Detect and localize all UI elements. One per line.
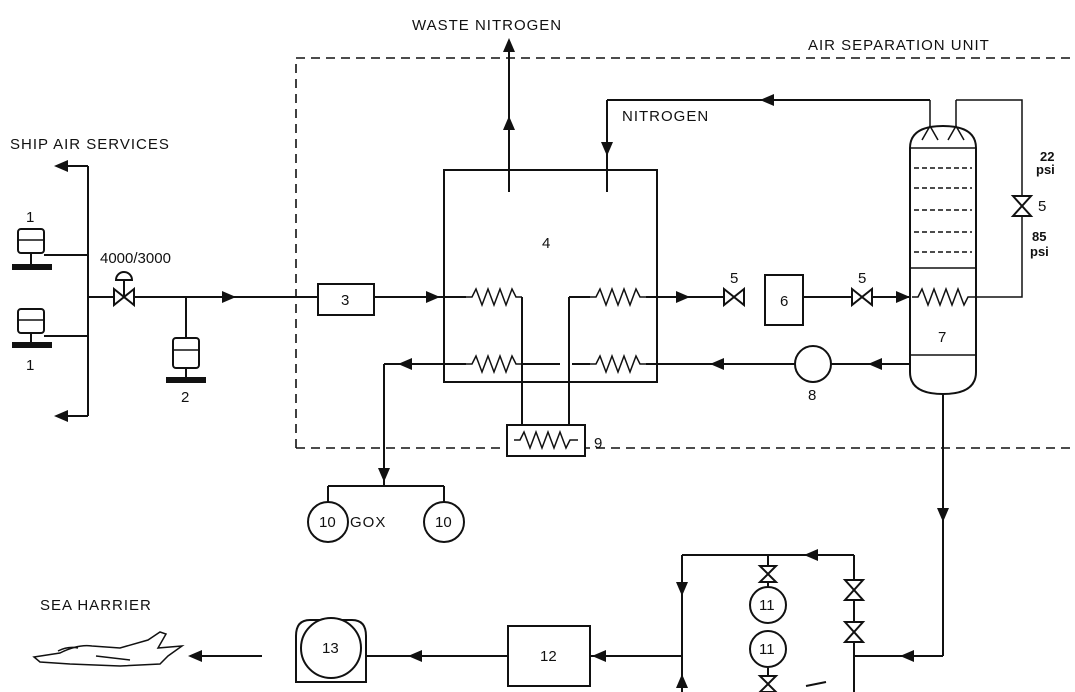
sea-harrier-aircraft <box>32 631 185 667</box>
gox-cylinder-left <box>307 501 349 543</box>
heat-exchanger-4 <box>443 169 658 383</box>
pump-8 <box>794 345 832 383</box>
air-receiver-2 <box>166 297 206 383</box>
air-separation-unit-boundary <box>295 57 1075 449</box>
component-3-box <box>317 283 375 316</box>
label-1-bottom: 1 <box>26 357 34 374</box>
label-11-upper: 11 <box>759 597 775 614</box>
valve-5-right <box>851 286 873 308</box>
sea-harrier-label: SEA HARRIER <box>40 597 152 614</box>
label-11-lower: 11 <box>759 641 775 658</box>
pressure-setting-label: 4000/3000 <box>100 250 171 267</box>
label-4: 4 <box>542 235 550 252</box>
air-compressor-1-bottom <box>12 308 88 348</box>
label-9: 9 <box>594 435 602 452</box>
label-6: 6 <box>780 293 788 310</box>
label-3: 3 <box>341 292 349 309</box>
component-6-box <box>764 274 804 326</box>
valve-5-left <box>723 286 745 308</box>
label-7: 7 <box>938 329 946 346</box>
label-5-left: 5 <box>730 270 738 287</box>
component-12-box <box>507 625 591 687</box>
label-2: 2 <box>181 389 189 406</box>
ship-air-services-label: SHIP AIR SERVICES <box>10 136 170 153</box>
column-loop-valve-5 <box>1010 195 1034 217</box>
lox-tank-11-upper <box>749 586 787 624</box>
label-5-right: 5 <box>858 270 866 287</box>
label-12: 12 <box>540 648 557 665</box>
pressure-top-unit: psi <box>1036 162 1055 177</box>
nitrogen-label: NITROGEN <box>622 108 709 125</box>
air-compressor-1-top <box>12 228 88 270</box>
gox-cylinder-right <box>423 501 465 543</box>
lox-tank-11-lower <box>749 630 787 668</box>
gox-label: GOX <box>350 514 386 531</box>
label-8: 8 <box>808 387 816 404</box>
label-10-left: 10 <box>319 514 336 531</box>
pressure-bottom-unit: psi <box>1030 244 1049 259</box>
ship-air-manifold <box>54 160 89 422</box>
air-separation-unit-label: AIR SEPARATION UNIT <box>808 37 990 54</box>
lox-storage-manifold <box>676 549 866 692</box>
distillation-column-7 <box>909 100 977 396</box>
lox-cart-13 <box>295 617 367 683</box>
label-10-right: 10 <box>435 514 452 531</box>
label-13: 13 <box>322 640 339 657</box>
pressure-bottom-value: 85 <box>1032 229 1046 244</box>
label-1-top: 1 <box>26 209 34 226</box>
waste-nitrogen-label: WASTE NITROGEN <box>412 17 562 34</box>
label-5-loop: 5 <box>1038 198 1046 215</box>
pressure-reducing-valve <box>113 271 135 308</box>
pressure-top-value: 22 <box>1040 149 1054 164</box>
